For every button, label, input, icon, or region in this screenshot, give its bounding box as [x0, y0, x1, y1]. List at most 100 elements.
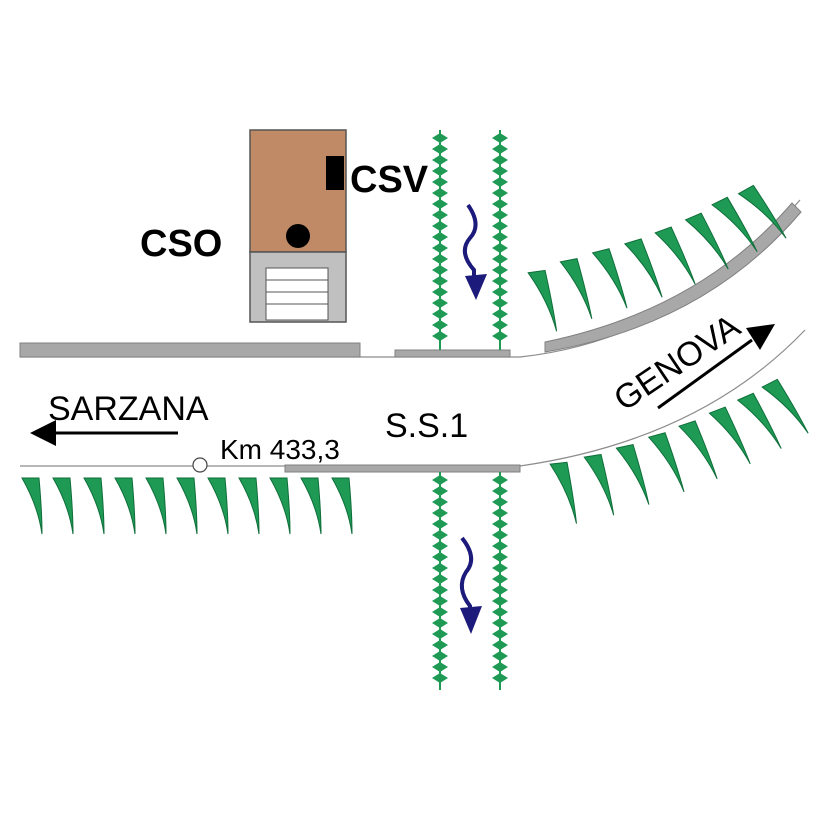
bank-tooth-icon	[440, 320, 448, 330]
bank-tooth-icon	[440, 596, 448, 606]
bank-tooth-icon	[500, 309, 508, 319]
bank-tooth-icon	[492, 508, 500, 518]
bank-tooth-icon	[500, 254, 508, 264]
grass-tuft-icon	[583, 453, 615, 516]
road-lower-edge	[20, 329, 806, 467]
bank-tooth-icon	[492, 596, 500, 606]
bank-tooth-icon	[440, 276, 448, 286]
bank-tooth-icon	[492, 673, 500, 683]
building	[249, 129, 347, 323]
bank-tooth-icon	[432, 640, 440, 650]
bank-tooth-icon	[440, 210, 448, 220]
bank-tooth-icon	[500, 133, 508, 143]
grass-tuft-icon	[736, 392, 782, 449]
bank-tooth-icon	[432, 618, 440, 628]
bank-tooth-icon	[440, 331, 448, 341]
water-flow-arrow-icon	[462, 203, 487, 300]
bank-tooth-icon	[440, 618, 448, 628]
bank-tooth-icon	[500, 298, 508, 308]
grass-tuft-icon	[549, 461, 577, 524]
bank-tooth-icon	[492, 166, 500, 176]
grass-tuft-icon	[207, 477, 229, 535]
bank-tooth-icon	[432, 298, 440, 308]
canal-upper	[432, 130, 508, 350]
bank-tooth-icon	[440, 232, 448, 242]
bank-tooth-icon	[440, 486, 448, 496]
bank-tooth-icon	[492, 144, 500, 154]
bank-tooth-icon	[500, 618, 508, 628]
bank-tooth-icon	[500, 563, 508, 573]
bank-tooth-icon	[440, 497, 448, 507]
kerb-lower	[284, 464, 521, 473]
bank-tooth-icon	[440, 133, 448, 143]
bank-tooth-icon	[440, 475, 448, 485]
bank-tooth-icon	[440, 298, 448, 308]
bank-tooth-icon	[492, 552, 500, 562]
grass-tuft-icon	[623, 238, 663, 298]
bank-tooth-icon	[492, 210, 500, 220]
bank-tooth-icon	[500, 497, 508, 507]
bank-tooth-icon	[500, 552, 508, 562]
km-marker-icon	[192, 457, 208, 473]
bank-tooth-icon	[440, 651, 448, 661]
kerb-upper-bridge	[394, 349, 511, 358]
bank-tooth-icon	[432, 497, 440, 507]
bank-tooth-icon	[440, 519, 448, 529]
grass-tuft-icon	[238, 477, 260, 535]
grass-tuft-icon	[711, 196, 758, 253]
bank-tooth-icon	[432, 519, 440, 529]
grass-tuft-icon	[52, 477, 74, 535]
kerb-upper-left	[19, 342, 361, 358]
bank-tooth-icon	[492, 298, 500, 308]
bank-tooth-icon	[432, 563, 440, 573]
bank-tooth-icon	[500, 232, 508, 242]
grass-tuft-icon	[737, 184, 787, 239]
bank-tooth-icon	[432, 320, 440, 330]
bank-tooth-icon	[492, 629, 500, 639]
bank-tooth-icon	[440, 541, 448, 551]
bank-tooth-icon	[440, 673, 448, 683]
grass-tuft-icon	[176, 477, 198, 535]
bank-tooth-icon	[500, 673, 508, 683]
water-flow-arrow-icon	[459, 536, 482, 634]
bank-tooth-icon	[432, 177, 440, 187]
bank-tooth-icon	[492, 265, 500, 275]
bank-tooth-icon	[492, 574, 500, 584]
bank-tooth-icon	[500, 475, 508, 485]
bank-tooth-icon	[440, 177, 448, 187]
bank-tooth-icon	[492, 563, 500, 573]
grass-tuft-icon	[269, 477, 291, 535]
bank-tooth-icon	[440, 585, 448, 595]
grass-tuft-icon	[114, 477, 136, 535]
bank-tooth-icon	[492, 188, 500, 198]
bank-tooth-icon	[492, 640, 500, 650]
bank-tooth-icon	[492, 497, 500, 507]
bank-tooth-icon	[500, 188, 508, 198]
bank-tooth-icon	[440, 629, 448, 639]
bank-tooth-icon	[432, 155, 440, 165]
direction-arrow-genova-icon	[657, 324, 775, 410]
label-cso: CSO	[140, 223, 222, 265]
bank-tooth-icon	[492, 133, 500, 143]
bank-tooth-icon	[440, 607, 448, 617]
bank-tooth-icon	[492, 243, 500, 253]
bank-tooth-icon	[492, 177, 500, 187]
bank-tooth-icon	[500, 651, 508, 661]
bank-tooth-icon	[432, 287, 440, 297]
label-csv: CSV	[350, 159, 429, 201]
bank-tooth-icon	[500, 629, 508, 639]
grass-tuft-icon	[591, 248, 628, 309]
bank-tooth-icon	[500, 519, 508, 529]
bank-tooth-icon	[432, 552, 440, 562]
bank-tooth-icon	[432, 673, 440, 683]
bank-tooth-icon	[492, 287, 500, 297]
label-km: Km 433,3	[220, 434, 340, 465]
bank-tooth-icon	[492, 199, 500, 209]
grass-tuft-icon	[708, 406, 751, 465]
grass-tuft-icon	[83, 477, 105, 535]
grass-tuft-icon	[21, 477, 43, 535]
bank-tooth-icon	[492, 662, 500, 672]
bank-tooth-icon	[432, 331, 440, 341]
bank-tooth-icon	[492, 232, 500, 242]
